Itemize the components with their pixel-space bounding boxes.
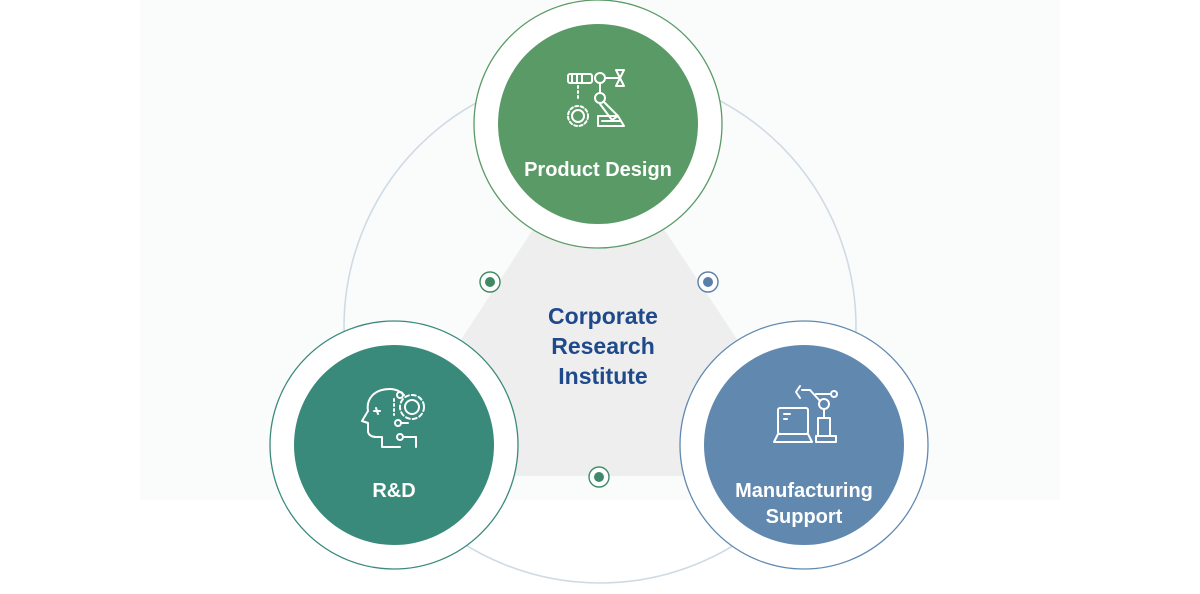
- node-product-design[interactable]: Product Design: [473, 0, 723, 249]
- center-title: Corporate Research Institute: [548, 303, 658, 389]
- laptop-robot-arm-icon: [773, 385, 838, 443]
- manufacturing-support-label-line1: Manufacturing: [735, 480, 873, 502]
- connector-dot-right[interactable]: [697, 271, 719, 293]
- manufacturing-support-label-line2: Support: [766, 506, 843, 528]
- product-design-label: Product Design: [524, 159, 672, 181]
- center-title-line3: Institute: [558, 363, 647, 389]
- node-rnd[interactable]: R&D: [269, 320, 519, 570]
- manufacturing-support-disc: [704, 345, 904, 545]
- rnd-label: R&D: [372, 480, 415, 502]
- center-title-line1: Corporate: [548, 303, 658, 329]
- head-gear-icon: [361, 388, 425, 448]
- center-title-line2: Research: [551, 333, 655, 359]
- connector-dot-left[interactable]: [479, 271, 501, 293]
- robot-arm-gear-icon: [567, 69, 625, 127]
- node-manufacturing-support[interactable]: Manufacturing Support: [679, 320, 929, 570]
- connector-dot-bottom[interactable]: [588, 466, 610, 488]
- rnd-disc: [294, 345, 494, 545]
